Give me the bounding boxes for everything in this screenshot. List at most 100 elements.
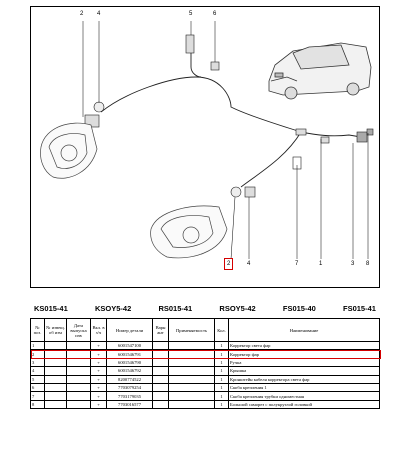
cell-name: Скоба крепления 1: [228, 382, 380, 393]
cell-spare: +: [90, 382, 107, 393]
table-row: 5 + 8200774522 1 Кронштейн кабеля коррек…: [30, 374, 380, 384]
cell-qty: 1: [214, 399, 229, 410]
cell-date: [66, 357, 91, 368]
parts-table: № поз. № извещ. об изм Дата выпуска изв …: [30, 318, 380, 410]
headlight-left: [40, 122, 98, 179]
cell-qty: 1: [214, 357, 229, 368]
cell-name: Кронштейн кабеля корректора света фар: [228, 374, 380, 384]
cell-variant: [152, 391, 169, 401]
cell-name: Корректор света фар: [228, 340, 380, 351]
cell-pos: 6: [30, 382, 45, 393]
model-code: KSOY5-42: [94, 303, 132, 313]
table-row: 8 + 7703016577 1 Большой саморез с полук…: [30, 399, 380, 410]
cell-notice: [44, 382, 67, 393]
col-header-pos: № поз.: [30, 318, 45, 342]
callout-4-top: 4: [97, 11, 101, 17]
cell-part-number: 7703179035: [106, 391, 153, 401]
col-header-spare: Вкл. в з/ч: [90, 318, 107, 342]
cell-spare: +: [90, 357, 107, 368]
callout-7: 7: [295, 261, 299, 267]
cell-qty: 1: [214, 382, 229, 393]
col-header-notice: № извещ. об изм: [44, 318, 67, 342]
cell-variant: [152, 340, 169, 351]
cell-notice: [44, 374, 67, 384]
cell-notice: [44, 366, 67, 376]
cell-part-number: 7703016577: [106, 399, 153, 410]
cell-applicability: [168, 366, 215, 376]
model-code: KS015-41: [34, 303, 68, 313]
cell-date: [66, 382, 91, 393]
cell-pos: 7: [30, 391, 45, 401]
cell-variant: [152, 366, 169, 376]
cell-date: [66, 374, 91, 384]
cell-applicability: [168, 391, 215, 401]
cell-applicability: [168, 399, 215, 410]
callout-2-bottom-highlighted: 2: [224, 258, 234, 270]
cell-pos: 5: [30, 374, 45, 384]
corrector-parts: [84, 34, 374, 198]
cell-applicability: [168, 357, 215, 368]
cell-applicability: [168, 382, 215, 393]
cell-spare: +: [90, 340, 107, 351]
cell-pos: 8: [30, 399, 45, 410]
table-row: 7 + 7703179035 1 Скоба крепления трубки …: [30, 391, 380, 401]
cell-spare: +: [90, 399, 107, 410]
callout-1: 1: [319, 261, 323, 267]
cell-variant: [152, 374, 169, 384]
table-row: 6 + 7703079254 1 Скоба крепления 1: [30, 382, 380, 393]
cell-variant: [152, 399, 169, 410]
callout-3: 3: [351, 261, 355, 267]
car-illustration: [268, 42, 372, 100]
cell-name: Ручка: [228, 357, 380, 368]
callout-2-top: 2: [80, 11, 84, 17]
cell-part-number: 7703079254: [106, 382, 153, 393]
cable-line: [100, 76, 362, 138]
cell-variant: [152, 357, 169, 368]
cell-spare: +: [90, 366, 107, 376]
cell-spare: +: [90, 391, 107, 401]
cell-variant: [152, 382, 169, 393]
table-row: 1 + 6001547100 1 Корректор света фар: [30, 340, 380, 351]
cell-notice: [44, 340, 67, 351]
headlight-right: [150, 205, 228, 259]
model-codes-row: KS015-41 KSOY5-42 RS015-41 RSOY5-42 FS01…: [30, 298, 380, 318]
cell-notice: [44, 391, 67, 401]
cell-date: [66, 340, 91, 351]
model-code: RSOY5-42: [219, 303, 256, 313]
cell-applicability: [168, 340, 215, 351]
table-header-row: № поз. № извещ. об изм Дата выпуска изв …: [30, 318, 380, 342]
col-header-applicability: Применяемость: [168, 318, 215, 342]
cell-date: [66, 399, 91, 410]
cell-applicability: [168, 374, 215, 384]
parts-diagram: 2 4 5 6 7 1 3 8 2 4: [30, 6, 380, 288]
callout-5: 5: [189, 11, 193, 17]
cell-part-number: 8200774522: [106, 374, 153, 384]
callout-4-bottom: 4: [247, 261, 251, 267]
callout-6: 6: [213, 11, 217, 17]
cell-date: [66, 391, 91, 401]
model-code: FS015-40: [282, 303, 316, 313]
cell-qty: 1: [214, 391, 229, 401]
col-header-date: Дата выпуска изв: [66, 318, 91, 342]
cell-part-number: 6001546790: [106, 357, 153, 368]
model-code: RS015-41: [158, 303, 193, 313]
col-header-part-number: Номер детали: [106, 318, 153, 342]
table-row: 3 + 6001546790 1 Ручка: [30, 357, 380, 368]
cell-part-number: 6001546792: [106, 366, 153, 376]
col-header-name: Наименование: [228, 318, 380, 342]
row-highlight-frame: [31, 350, 381, 359]
model-code: FS015-41: [343, 303, 376, 313]
diagram-drawing: [40, 21, 374, 260]
cell-part-number: 6001547100: [106, 340, 153, 351]
cell-name: Скоба крепления трубки одноместная: [228, 391, 380, 401]
col-header-variant: Варн ант: [152, 318, 169, 342]
cell-pos: 4: [30, 366, 45, 376]
cable-line-2: [240, 131, 302, 188]
callout-8: 8: [366, 261, 370, 267]
cell-name: Крышка: [228, 366, 380, 376]
cell-pos: 3: [30, 357, 45, 368]
col-header-qty: Кол.: [214, 318, 229, 342]
table-row: 4 + 6001546792 1 Крышка: [30, 366, 380, 376]
cell-qty: 1: [214, 340, 229, 351]
cell-name: Большой саморез с полукруглой головкой: [228, 399, 380, 410]
